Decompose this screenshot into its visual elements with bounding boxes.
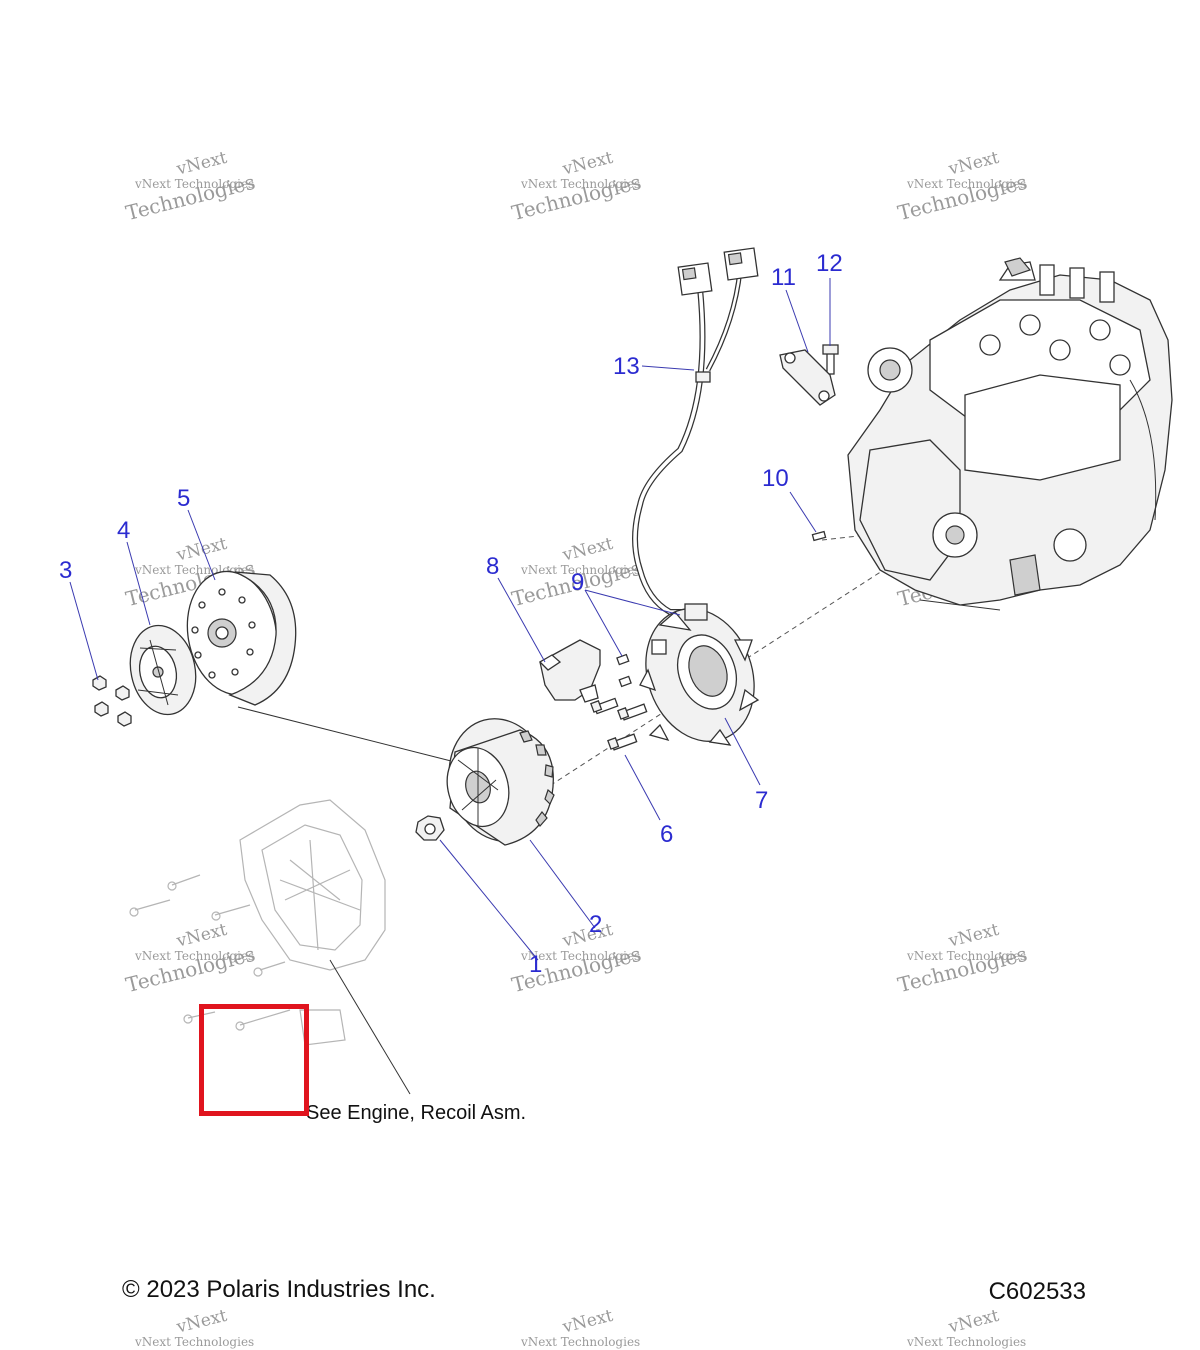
svg-text:vNext Technologies: vNext Technologies bbox=[520, 1335, 640, 1349]
svg-text:vNext: vNext bbox=[174, 920, 229, 952]
watermark: vNext vNext Technologies Technologies bbox=[123, 148, 257, 225]
watermark: vNext vNext Technologies bbox=[520, 1306, 640, 1349]
svg-text:vNext Technologies: vNext Technologies bbox=[134, 949, 254, 963]
callout-11: 11 bbox=[771, 264, 796, 291]
watermark: vNext vNext Technologies Technologies bbox=[895, 920, 1029, 997]
engine-assembly bbox=[847, 257, 1173, 611]
part-11-bracket bbox=[779, 349, 836, 406]
highlight-box bbox=[199, 1004, 309, 1116]
part-3-bolts bbox=[92, 675, 132, 727]
svg-text:vNext: vNext bbox=[946, 148, 1001, 180]
callout-1: 1 bbox=[529, 951, 542, 978]
watermark: vNext vNext Technologies Technologies bbox=[895, 148, 1029, 225]
part-9-screws bbox=[616, 653, 632, 688]
svg-text:vNext Technologies: vNext Technologies bbox=[906, 177, 1026, 191]
svg-text:vNext: vNext bbox=[560, 920, 615, 952]
svg-text:vNext: vNext bbox=[560, 534, 615, 566]
recoil-note: See Engine, Recoil Asm. bbox=[306, 1102, 526, 1124]
part-6-bolts bbox=[590, 697, 648, 751]
callout-labels: 1 2 3 4 5 6 7 8 9 10 11 12 13 bbox=[59, 250, 843, 978]
callout-7: 7 bbox=[755, 787, 768, 814]
callout-3: 3 bbox=[59, 557, 72, 584]
figure-code: C602533 bbox=[988, 1278, 1086, 1305]
assembly-axis-line bbox=[237, 706, 456, 763]
watermark: vNext vNext Technologies Technologies bbox=[509, 148, 643, 225]
leader-lines bbox=[69, 278, 831, 1095]
svg-text:vNext Technologies: vNext Technologies bbox=[906, 1335, 1026, 1349]
svg-text:vNext Technologies: vNext Technologies bbox=[520, 949, 640, 963]
watermark: vNext vNext Technologies Technologies bbox=[509, 920, 643, 997]
svg-text:vNext Technologies: vNext Technologies bbox=[520, 563, 640, 577]
part-5-flywheel-ring bbox=[186, 570, 297, 706]
part-10-key bbox=[811, 530, 827, 542]
watermarks: vNext vNext Technologies Technologies vN… bbox=[123, 148, 1029, 1349]
watermark: vNext vNext Technologies bbox=[906, 1306, 1026, 1349]
watermark: vNext vNext Technologies Technologies bbox=[123, 920, 257, 997]
callout-6: 6 bbox=[660, 821, 673, 848]
part-2-flywheel bbox=[446, 718, 555, 846]
callout-9: 9 bbox=[571, 569, 584, 596]
svg-text:vNext Technologies: vNext Technologies bbox=[906, 949, 1026, 963]
svg-text:vNext: vNext bbox=[946, 1306, 1001, 1338]
part-4-fan bbox=[129, 624, 197, 716]
svg-text:vNext Technologies: vNext Technologies bbox=[134, 1335, 254, 1349]
part-13-wire-harness bbox=[632, 247, 759, 615]
callout-10: 10 bbox=[762, 465, 789, 492]
callout-5: 5 bbox=[177, 485, 190, 512]
svg-text:vNext Technologies: vNext Technologies bbox=[134, 177, 254, 191]
callout-4: 4 bbox=[117, 517, 130, 544]
part-1-nut bbox=[415, 815, 445, 841]
callout-12: 12 bbox=[816, 250, 843, 277]
svg-text:vNext: vNext bbox=[174, 1306, 229, 1338]
svg-text:vNext Technologies: vNext Technologies bbox=[520, 177, 640, 191]
part-8-bracket bbox=[538, 639, 601, 703]
svg-text:vNext: vNext bbox=[946, 920, 1001, 952]
svg-text:vNext: vNext bbox=[560, 148, 615, 180]
callout-13: 13 bbox=[613, 353, 640, 380]
watermark: vNext vNext Technologies bbox=[134, 1306, 254, 1349]
callout-8: 8 bbox=[486, 553, 499, 580]
callout-2: 2 bbox=[589, 911, 602, 938]
copyright-text: © 2023 Polaris Industries Inc. bbox=[122, 1276, 436, 1303]
svg-text:vNext: vNext bbox=[174, 534, 229, 566]
svg-text:vNext: vNext bbox=[174, 148, 229, 180]
part-7-stator bbox=[639, 603, 760, 746]
recoil-housing-ghost bbox=[129, 799, 386, 1046]
svg-text:vNext: vNext bbox=[560, 1306, 615, 1338]
